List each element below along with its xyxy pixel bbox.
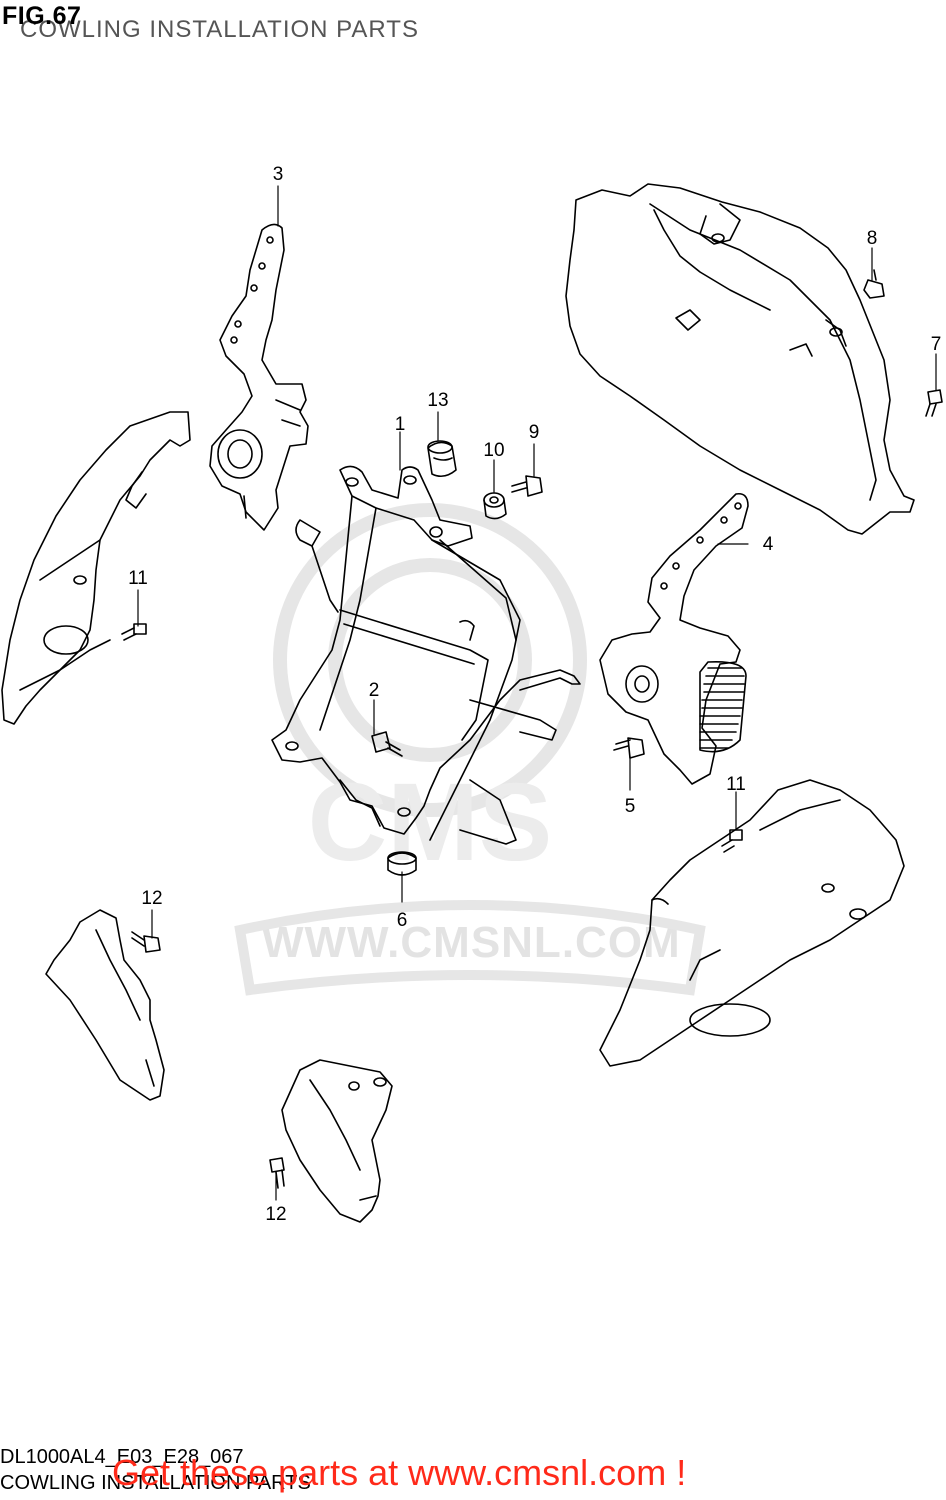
part-4-spring (699, 660, 747, 753)
part-2-bolt (371, 731, 403, 757)
parts-link-banner[interactable]: Get these parts at www.cmsnl.com ! (112, 1452, 687, 1493)
figure-label: FIG.67 (2, 2, 82, 30)
part-4-right-stay (599, 492, 749, 785)
part-12-screw-lower (269, 1157, 285, 1189)
part-5-bolt (613, 737, 645, 759)
callout-4: 4 (763, 534, 774, 555)
footer-subtitle: COWLING INSTALLATION PARTS (0, 1472, 311, 1494)
part-8-clip (863, 269, 885, 299)
watermark-url: WWW.CMSNL.COM (262, 918, 681, 967)
part-6-cushion (387, 851, 417, 876)
left-upper-cowling (1, 411, 191, 725)
part-3-left-stay (209, 223, 309, 531)
part-12-screw-upper (131, 931, 161, 953)
callout-3: 3 (273, 164, 284, 185)
part-1-cowling-bracket (271, 465, 581, 845)
callout-6: 6 (397, 910, 408, 931)
callout-12-upper: 12 (141, 888, 162, 909)
diagram-subtitle: COWLING INSTALLATION PARTS (20, 16, 419, 43)
part-9-bolt (511, 475, 543, 497)
callout-11-left: 11 (128, 568, 148, 589)
callout-5: 5 (625, 796, 636, 817)
drawing-code: DL1000AL4_E03_E28_067 (0, 1446, 244, 1468)
lower-center-panel (281, 1059, 393, 1223)
callout-10: 10 (483, 440, 504, 461)
right-lower-cowling (599, 779, 905, 1067)
watermark-logo (234, 503, 706, 996)
left-lower-panel (45, 909, 165, 1101)
part-11-screw-left (121, 623, 147, 641)
callouts: 3 1 13 10 9 8 7 4 11 2 5 11 12 6 12 (128, 164, 941, 1225)
watermark-logo-text: CMS (308, 761, 552, 884)
callout-11-right: 11 (726, 774, 746, 795)
callout-1: 1 (395, 414, 406, 435)
callout-8: 8 (867, 228, 878, 249)
part-13-grommet (427, 440, 457, 478)
callout-9: 9 (529, 422, 540, 443)
callout-7: 7 (931, 334, 942, 355)
part-7-screw (925, 389, 943, 417)
part-10-collar (483, 492, 507, 520)
leader-lines (137, 185, 937, 1201)
callout-13: 13 (427, 390, 448, 411)
part-11-screw-right (721, 829, 743, 853)
callout-12-lower: 12 (265, 1204, 286, 1225)
right-upper-cowling (565, 183, 915, 535)
callout-2: 2 (369, 680, 380, 701)
